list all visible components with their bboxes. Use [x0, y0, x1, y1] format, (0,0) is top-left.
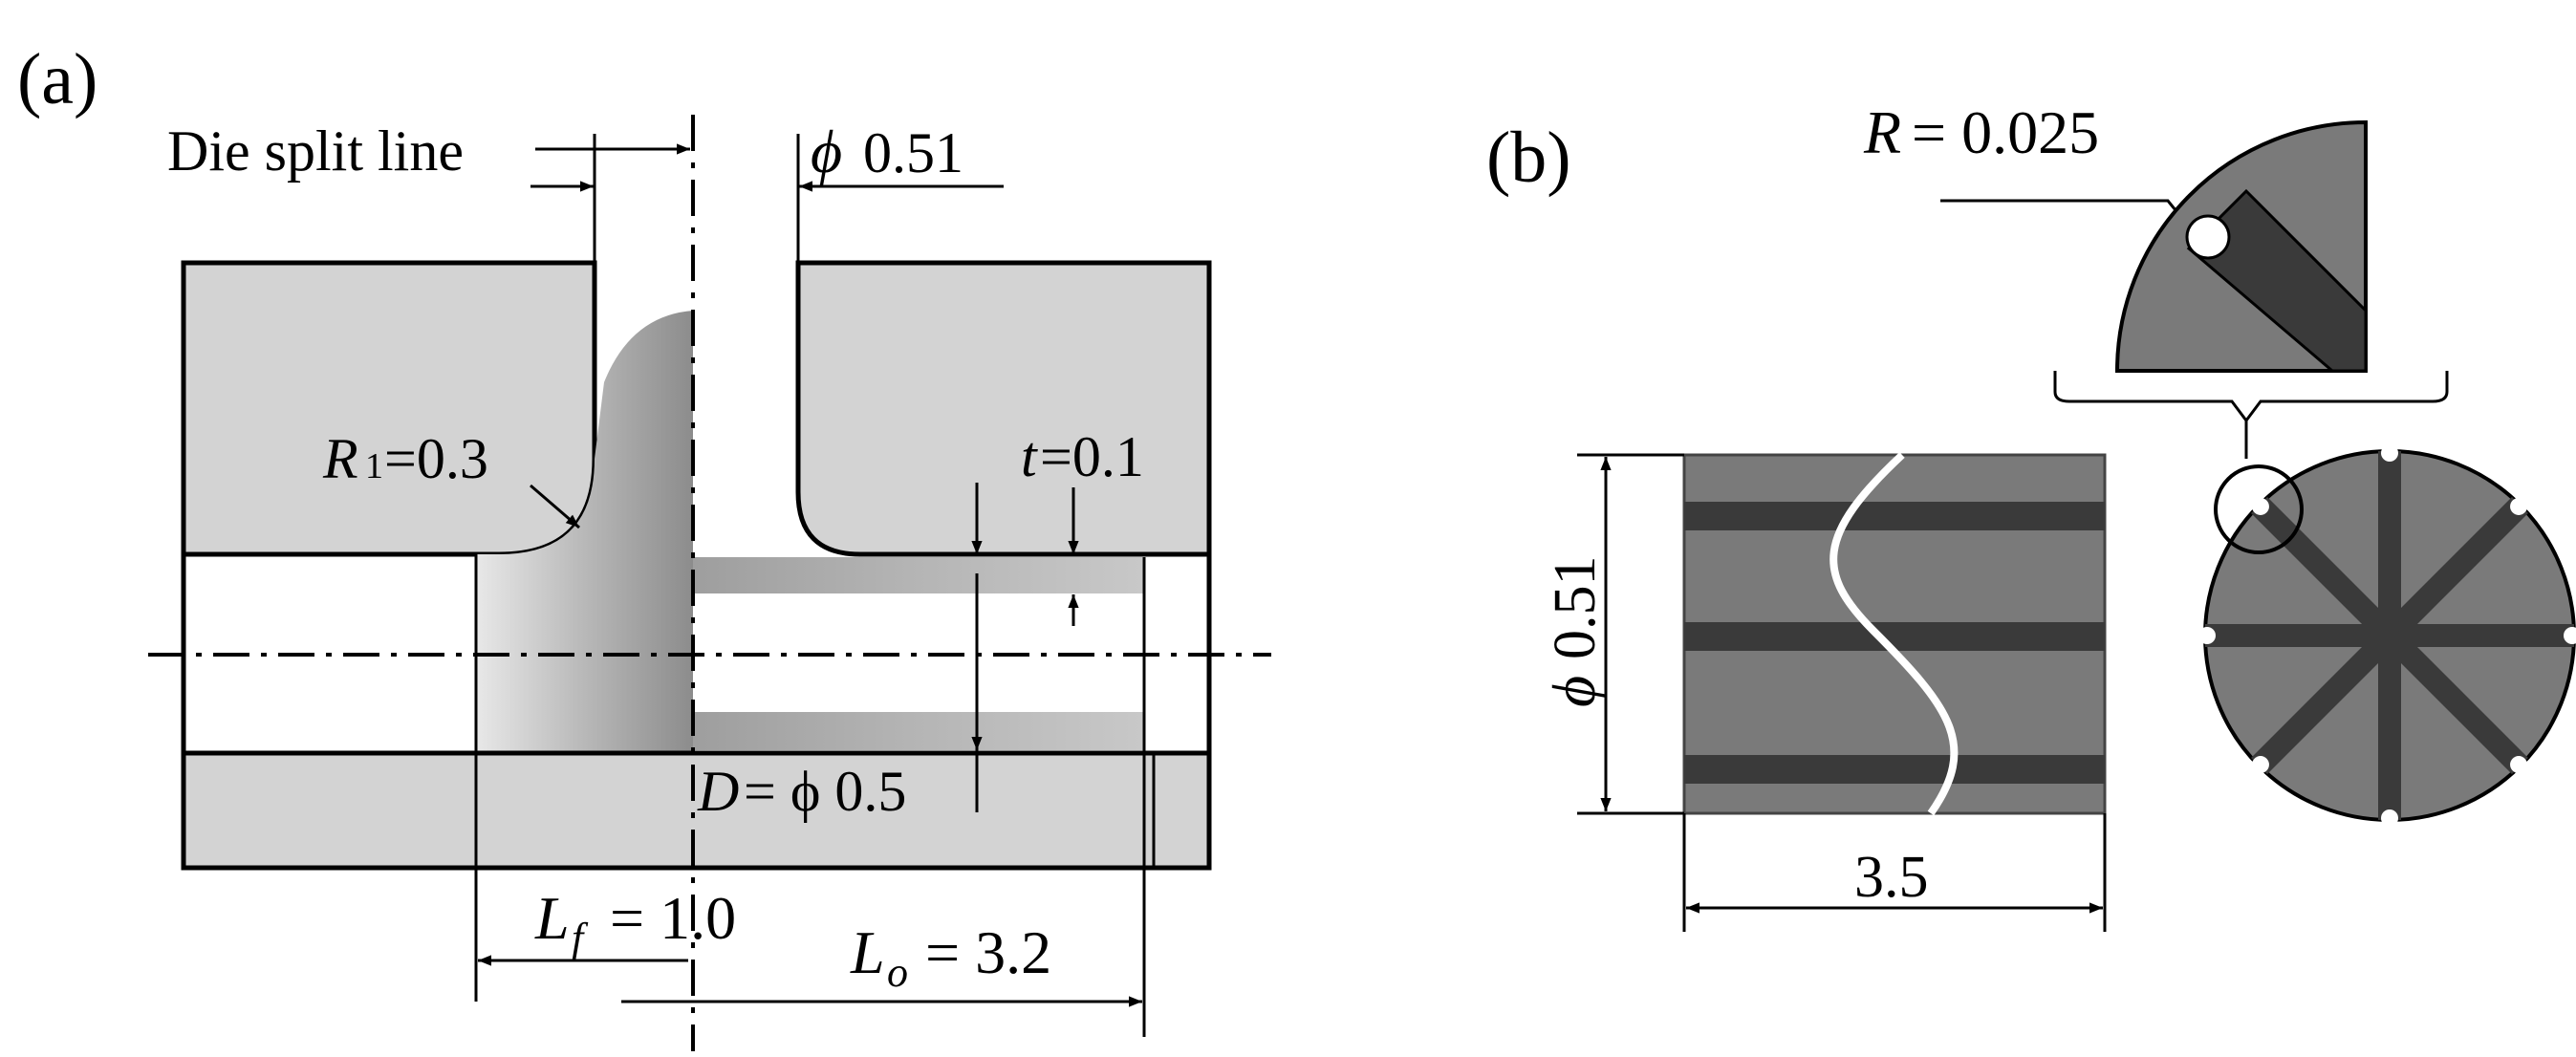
break-line: [1829, 452, 1959, 816]
die-split-line-label: Die split line: [167, 119, 464, 183]
length-value: 3.5: [1854, 845, 1929, 910]
r1-value: =0.3: [384, 427, 488, 490]
detail-circle-marker: [2214, 464, 2304, 554]
radial-groove: [2381, 627, 2528, 774]
radial-groove: [2378, 451, 2401, 636]
die-bottom: [181, 750, 1212, 871]
edge-notch: [2510, 756, 2528, 774]
radial-groove: [2381, 497, 2528, 644]
detail-notch: [2185, 214, 2231, 260]
radial-groove: [2251, 497, 2398, 644]
lo-sub: o: [887, 949, 908, 996]
lf-label: L: [534, 884, 570, 952]
top-diameter-value: 0.51: [863, 121, 963, 184]
r1-sub: 1: [365, 446, 383, 486]
die-top-right: [795, 260, 1212, 557]
pin-strip-bottom: [693, 712, 1144, 750]
edge-notch: [2251, 497, 2269, 515]
edge-notch: [2510, 497, 2528, 515]
panel-a: (a) Die split line ϕ 0.51 R: [17, 39, 1271, 1051]
edge-notch: [2198, 627, 2216, 644]
panel-b-label: (b): [1486, 118, 1571, 198]
enlarged-detail: [2114, 119, 2368, 373]
detail-bracket: [2053, 371, 2449, 423]
detail-groove: [2186, 188, 2368, 373]
pin-side-groove-mid: [1684, 622, 2105, 651]
pin-side-groove-bottom: [1684, 755, 2105, 784]
edge-notch: [2564, 627, 2576, 644]
panel-b: (b) R = 0.025 ϕ 0.51: [1486, 98, 2576, 932]
edge-notch: [2381, 444, 2398, 462]
lo-value: = 3.2: [925, 918, 1051, 986]
radial-groove: [2251, 627, 2398, 774]
edge-notch: [2381, 809, 2398, 827]
pin-cross-section: [2198, 444, 2576, 827]
die-top-left: [181, 260, 597, 557]
radial-groove: [2205, 624, 2390, 647]
t-label: t: [1021, 425, 1038, 488]
t-value: =0.1: [1040, 425, 1144, 488]
r1-leader: [530, 484, 580, 529]
r-value: = 0.025: [1912, 98, 2099, 166]
edge-notch: [2251, 756, 2269, 774]
pin-side-view: [1682, 452, 2107, 816]
d-label: D: [697, 760, 739, 823]
radial-groove: [2390, 624, 2574, 647]
r1-label: R: [322, 427, 358, 490]
phi-symbol-b: ϕ: [1540, 676, 1608, 707]
r-label: R: [1863, 98, 1901, 166]
phi-symbol-a: ϕ: [811, 118, 842, 185]
pin-side-groove-top: [1684, 502, 2105, 530]
lo-label: L: [850, 918, 885, 986]
cross-section-grooves: [2198, 444, 2576, 827]
d-value: = ϕ 0.5: [744, 760, 906, 823]
formed-part-flange: [476, 311, 693, 753]
panel-a-label: (a): [17, 39, 97, 119]
lf-value: = 1.0: [610, 884, 736, 952]
pin-strip-top: [693, 557, 1144, 593]
radial-groove: [2378, 636, 2401, 820]
lf-sub: f: [572, 915, 589, 961]
side-diameter-value: 0.51: [1543, 556, 1608, 660]
